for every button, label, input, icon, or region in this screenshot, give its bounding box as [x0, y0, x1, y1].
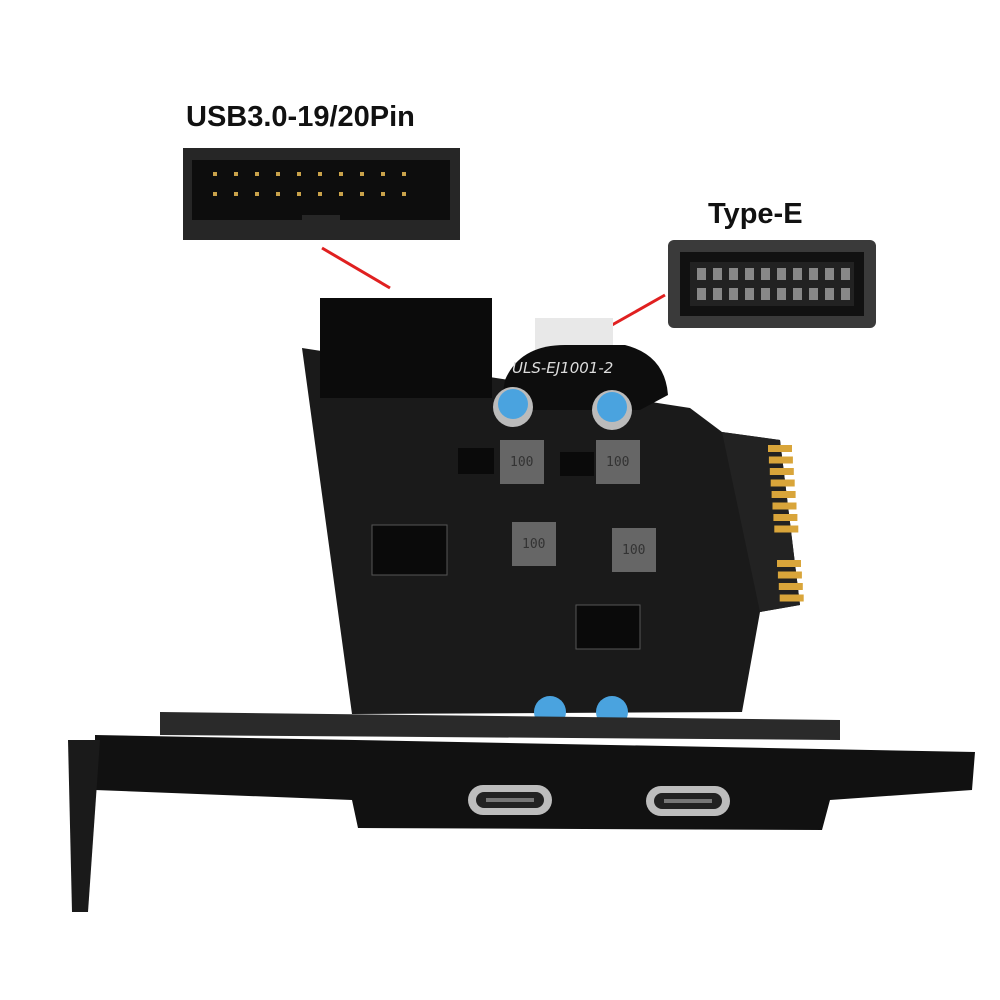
- svg-text:100: 100: [622, 543, 645, 558]
- onboard-usb3-header: [320, 298, 492, 398]
- usb3-header-connector-image: [183, 148, 460, 240]
- svg-text:100: 100: [606, 455, 629, 470]
- pointer-line: [321, 246, 391, 290]
- pin: [402, 172, 406, 176]
- pin: [773, 514, 798, 521]
- pin: [768, 456, 793, 464]
- pointer-line: [611, 293, 666, 327]
- pin: [213, 172, 217, 176]
- pin: [339, 172, 343, 176]
- pin: [381, 172, 385, 176]
- svg-text:100: 100: [510, 455, 533, 470]
- pin: [825, 288, 834, 300]
- ic-chip: [371, 524, 448, 576]
- pin: [793, 288, 802, 300]
- pin: [777, 288, 786, 300]
- pin: [729, 288, 738, 300]
- inductor: 100: [500, 440, 544, 484]
- ic-chip: [560, 452, 594, 476]
- board-model-silkscreen: ULS-EJ1001-2: [512, 359, 613, 377]
- pin: [793, 268, 802, 280]
- pin: [234, 172, 238, 176]
- pin: [276, 172, 280, 176]
- ic-chip: [458, 448, 494, 474]
- pin: [745, 268, 754, 280]
- inductor: 100: [596, 440, 640, 484]
- pin: [276, 192, 280, 196]
- pin: [381, 192, 385, 196]
- pin: [713, 268, 722, 280]
- pin: [778, 583, 803, 590]
- pin: [769, 468, 794, 475]
- pin: [825, 268, 834, 280]
- controller-chip: [575, 604, 641, 650]
- usb-c-port: [468, 785, 552, 815]
- usb3-header-label: USB3.0-19/20Pin: [186, 101, 415, 133]
- pin: [761, 288, 770, 300]
- pin: [234, 192, 238, 196]
- pin: [297, 192, 301, 196]
- pin: [339, 192, 343, 196]
- pin: [402, 192, 406, 196]
- pin: [761, 268, 770, 280]
- pin: [745, 288, 754, 300]
- pin: [777, 571, 802, 579]
- svg-text:100: 100: [522, 537, 545, 552]
- pin: [713, 288, 722, 300]
- pin: [841, 288, 850, 300]
- pin: [297, 172, 301, 176]
- pin: [772, 502, 797, 510]
- usb-c-port: [646, 786, 730, 816]
- pin: [809, 268, 818, 280]
- pin: [777, 560, 801, 567]
- pin: [779, 594, 804, 602]
- inductor: 100: [512, 522, 556, 566]
- pin: [771, 491, 796, 498]
- pin: [255, 172, 259, 176]
- inductor: 100: [612, 528, 656, 572]
- pin: [255, 192, 259, 196]
- pin: [770, 479, 795, 487]
- pin: [213, 192, 217, 196]
- pin: [841, 268, 850, 280]
- pin: [318, 192, 322, 196]
- pin: [697, 268, 706, 280]
- pin: [777, 268, 786, 280]
- pin: [809, 288, 818, 300]
- pin: [360, 172, 364, 176]
- pin: [768, 445, 792, 452]
- pin: [697, 288, 706, 300]
- pin: [360, 192, 364, 196]
- pin: [729, 268, 738, 280]
- pcb-board: ULS-EJ1001-2 100 100 100 100: [302, 298, 804, 728]
- low-profile-bracket: [68, 712, 975, 912]
- type-e-label: Type-E: [708, 198, 803, 230]
- pin: [774, 525, 799, 533]
- type-e-connector-image: [668, 240, 876, 328]
- pin: [318, 172, 322, 176]
